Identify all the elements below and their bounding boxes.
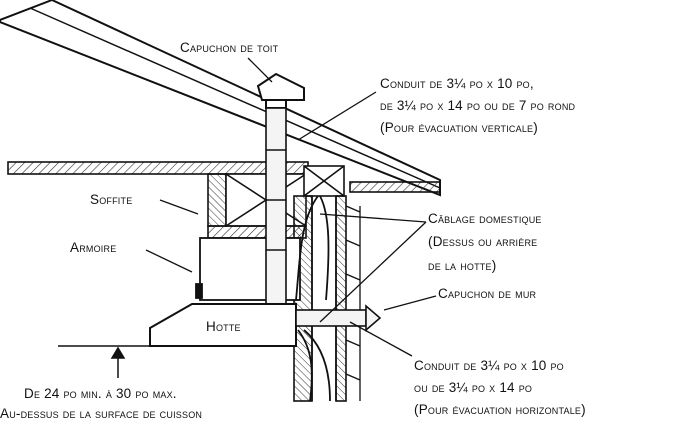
roof-cap xyxy=(256,72,305,109)
cabinet-label: Armoire xyxy=(70,240,116,255)
vertical-duct-label-2: de 3¼ po x 14 po ou de 7 po rond xyxy=(380,98,576,113)
wiring-label-2: (Dessus ou arrière xyxy=(428,234,537,249)
wiring-label-1: Câblage domestique xyxy=(428,211,542,226)
clearance-marker xyxy=(58,345,150,378)
horizontal-duct-label-3: (Pour évacuation horizontale) xyxy=(414,402,586,417)
leader-lines xyxy=(145,57,437,357)
house-wiring xyxy=(295,195,331,402)
roof-cap-label: Capuchon de toit xyxy=(180,40,279,55)
horizontal-duct-label-1: Conduit de 3¼ po x 10 po xyxy=(414,358,564,373)
clearance-label-2: Au-dessus de la surface de cuisson xyxy=(0,406,202,421)
clearance-label-1: De 24 po min. à 30 po max. xyxy=(24,386,177,401)
horizontal-duct-label-2: ou de 3¼ po x 14 po xyxy=(414,380,532,395)
vertical-duct-label-1: Conduit de 3¼ po x 10 po, xyxy=(380,76,534,91)
soffit-label: Soffite xyxy=(90,192,132,207)
soffit-board xyxy=(7,161,441,193)
horizontal-duct xyxy=(295,304,382,332)
wiring-label-3: de la hotte) xyxy=(428,258,496,273)
vertical-duct xyxy=(265,107,287,305)
hood-label: Hotte xyxy=(206,319,241,334)
wall-cap-label: Capuchon de mur xyxy=(438,286,537,301)
vertical-duct-label-3: (Pour évacuation verticale) xyxy=(380,120,538,135)
